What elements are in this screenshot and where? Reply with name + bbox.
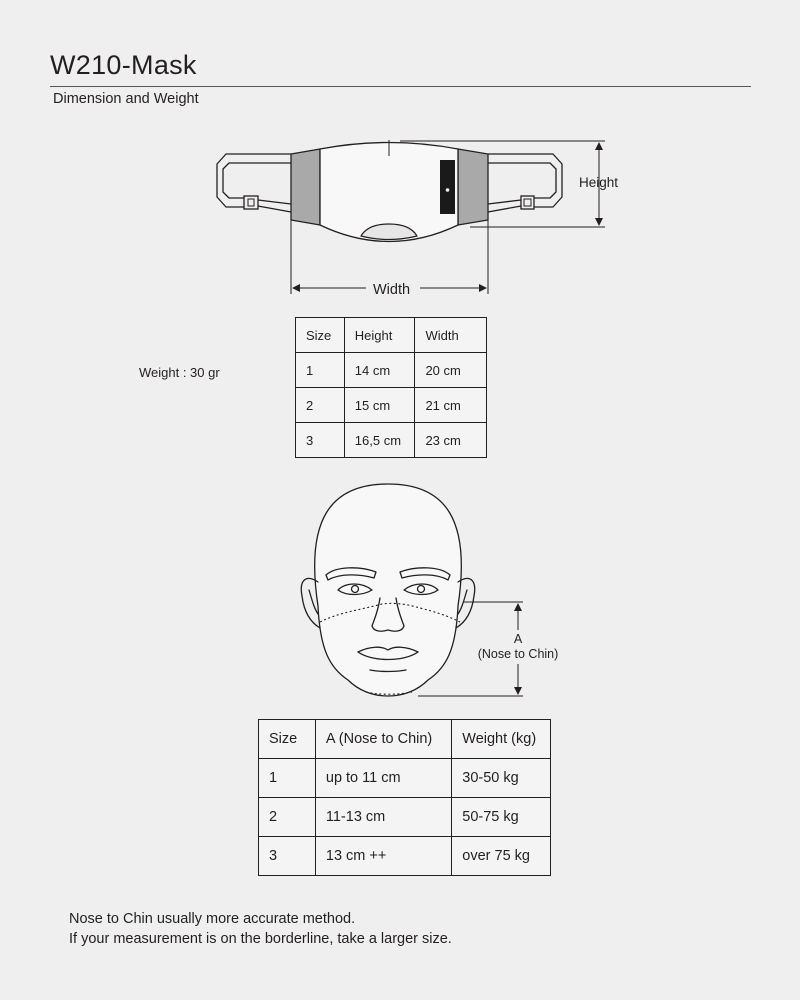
table-row: 3 13 cm ++ over 75 kg: [258, 836, 551, 876]
nose-line-dotted: [319, 602, 461, 623]
table-cell: up to 11 cm: [314, 758, 453, 798]
chin-fold: [360, 223, 418, 241]
table-header-row: Size A (Nose to Chin) Weight (kg): [258, 719, 551, 759]
dimension-table: Size Height Width 1 14 cm 20 cm 2 15 cm …: [295, 317, 487, 458]
table-cell: over 75 kg: [451, 836, 551, 876]
footnote-line: If your measurement is on the borderline…: [69, 931, 452, 947]
table-cell: 21 cm: [414, 387, 487, 423]
table-cell: 30-50 kg: [451, 758, 551, 798]
table-header-cell: Width: [414, 317, 487, 353]
width-label: Width: [373, 282, 410, 298]
table-header-cell: Height: [343, 317, 416, 353]
table-header-cell: Weight (kg): [451, 719, 551, 759]
table-row: 2 11-13 cm 50-75 kg: [258, 797, 551, 837]
table-row: 2 15 cm 21 cm: [295, 387, 487, 423]
table-cell: 11-13 cm: [314, 797, 453, 837]
table-cell: 2: [258, 797, 316, 837]
brand-label: [440, 160, 455, 214]
table-cell: 23 cm: [414, 422, 487, 458]
table-header-row: Size Height Width: [295, 317, 487, 353]
table-cell: 15 cm: [343, 387, 416, 423]
table-cell: 2: [295, 387, 345, 423]
height-label: Height: [579, 175, 618, 190]
table-header-cell: Size: [258, 719, 316, 759]
page-subtitle: Dimension and Weight: [53, 91, 199, 107]
left-ear: [300, 577, 321, 629]
fit-table: Size A (Nose to Chin) Weight (kg) 1 up t…: [258, 719, 551, 876]
mask-diagram: Height Width: [216, 140, 618, 298]
right-eye: [403, 583, 439, 596]
table-header-cell: A (Nose to Chin): [314, 719, 453, 759]
mouth: [357, 646, 419, 653]
table-cell: 14 cm: [343, 352, 416, 388]
table-cell: 3: [258, 836, 316, 876]
page-title: W210-Mask: [50, 50, 197, 80]
footnote-line: Nose to Chin usually more accurate metho…: [69, 911, 356, 927]
weight-note: Weight : 30 gr: [139, 365, 220, 380]
right-eyebrow: [399, 567, 451, 581]
table-cell: 13 cm ++: [314, 836, 453, 876]
left-eyebrow: [325, 567, 377, 581]
table-cell: 16,5 cm: [343, 422, 416, 458]
table-row: 3 16,5 cm 23 cm: [295, 422, 487, 458]
left-strap: [216, 153, 291, 208]
table-cell: 1: [258, 758, 316, 798]
mask-body: [319, 141, 459, 243]
right-strap: [488, 153, 563, 208]
measure-a-label: A: [514, 632, 523, 646]
table-cell: 50-75 kg: [451, 797, 551, 837]
title-divider: [50, 86, 751, 87]
nose: [371, 597, 405, 632]
face-diagram: A (Nose to Chin): [300, 483, 559, 697]
table-cell: 3: [295, 422, 345, 458]
right-ear: [455, 577, 476, 629]
footnote: Nose to Chin usually more accurate metho…: [69, 909, 452, 949]
table-row: 1 up to 11 cm 30-50 kg: [258, 758, 551, 798]
head-outline: [314, 483, 462, 697]
table-header-cell: Size: [295, 317, 345, 353]
left-eye: [337, 583, 373, 596]
measure-a-sublabel: (Nose to Chin): [478, 647, 559, 661]
chin-line-dotted: [365, 691, 413, 695]
table-cell: 20 cm: [414, 352, 487, 388]
